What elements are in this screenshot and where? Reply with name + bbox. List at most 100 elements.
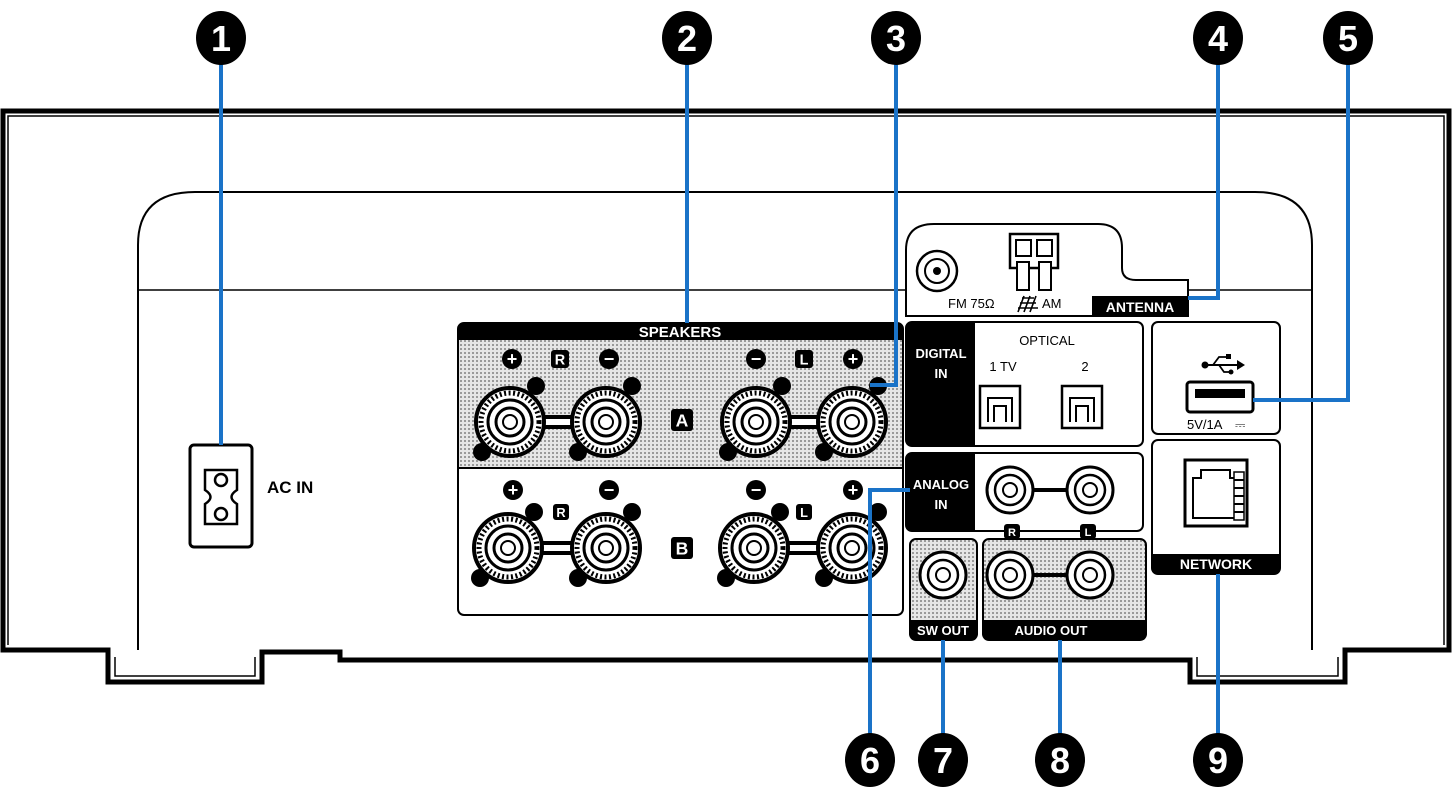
callout-badge-4: 4 [1193,11,1243,65]
callout-badge-5: 5 [1323,11,1373,65]
binding-post-b-l-minus [717,503,790,587]
chassis-foot-line [114,657,1339,677]
callout-number-3: 3 [886,18,906,59]
ac-in-socket [188,443,254,549]
ethernet-port [1183,458,1249,528]
callout-badge-2: 2 [662,11,712,65]
inner-panel [137,191,1313,650]
ac-in-label: AC IN [267,478,313,497]
polarity-a-r-plus: + [502,349,522,369]
channel-badge-b-r: R [553,504,569,520]
sw-out-label: SW OUT [917,623,969,638]
antenna-label: ANTENNA [1106,299,1174,315]
channel-letter-b: B [676,539,689,559]
polarity-b-l-plus: + [843,480,863,500]
polarity-a-r-minus: − [599,349,619,369]
polarity-sign-b-r-plus: + [508,480,519,500]
callout-badge-1: 1 [196,11,246,65]
binding-post-a-r-plus [473,377,546,461]
polarity-sign-b-l-minus: − [751,480,762,500]
analog-in-label-2: IN [935,497,948,512]
antenna-am-label: AM [1042,296,1062,311]
polarity-b-l-minus: − [746,480,766,500]
callout-badge-7: 7 [918,733,968,787]
speaker-marks: + − − + + − − + R L R L A B [502,349,863,559]
callout-number-4: 4 [1208,18,1228,59]
analog-in-jack-r [985,465,1035,515]
callout-number-8: 8 [1050,740,1070,781]
channel-badge-a-l: L [795,350,813,368]
antenna-fm-label: FM 75Ω [948,296,995,311]
callout-line-3 [870,63,898,387]
channel-letter-a-r: R [555,352,566,368]
channel-letter-a-l: L [800,352,809,368]
polarity-sign-a-r-plus: + [507,349,518,369]
polarity-a-l-plus: + [843,349,863,369]
channel-badge-b-l: L [796,504,812,520]
callout-number-6: 6 [860,740,880,781]
polarity-b-r-minus: − [599,480,619,500]
terminal-bridge-gap [787,419,821,425]
channel-badge-a-r: R [551,350,569,368]
callout-number-5: 5 [1338,18,1358,59]
terminal-bridge-gap [541,419,575,425]
callout-badges: 1 2 3 4 5 6 7 8 9 [196,11,1373,787]
optical-port-2 [1060,384,1104,430]
binding-post-a-l-minus [719,377,792,461]
channel-letter-a: A [676,411,689,431]
optical-port-1 [978,384,1022,430]
callout-badge-8: 8 [1035,733,1085,787]
am-terminal [1008,232,1060,313]
channel-badge-b: B [671,537,693,559]
callout-lines [219,63,1350,742]
terminal-bridge-gap [785,545,821,551]
binding-post-b-r-plus [471,503,544,587]
sw-out-block [909,538,978,641]
analog-in-label-1: ANALOG [913,477,969,492]
audio-out-label: AUDIO OUT [1015,623,1088,638]
digital-in-label-2: IN [935,366,948,381]
callout-badge-9: 9 [1193,733,1243,787]
speakers-title: SPEAKERS [639,324,722,341]
usb-rating: 5V/1A [1187,417,1223,432]
optical-input-1-label: 1 TV [989,359,1017,374]
audio-out-r-label: R [1008,527,1016,539]
usb-block [1151,321,1281,435]
binding-post-a-l-plus [815,377,888,461]
polarity-sign-b-r-minus: − [604,480,615,500]
callout-number-1: 1 [211,18,231,59]
audio-out-jack-l [1065,550,1115,600]
optical-label: OPTICAL [1019,333,1075,348]
callout-badge-6: 6 [845,733,895,787]
audio-out-block [982,524,1147,641]
network-block [1151,439,1281,575]
callout-badge-3: 3 [871,11,921,65]
antenna-block [905,223,1189,317]
network-label: NETWORK [1180,556,1252,572]
polarity-sign-b-l-plus: + [848,480,859,500]
usb-port [1185,380,1255,414]
binding-post-a-r-minus [569,377,642,461]
terminal-bridge-gap [539,545,575,551]
channel-letter-b-l: L [800,505,808,520]
digital-in-label-1: DIGITAL [915,346,966,361]
audio-out-jack-r [985,550,1035,600]
analog-in-block [905,452,1144,532]
optical-input-2-label: 2 [1081,359,1088,374]
sw-out-jack [918,550,968,600]
digital-in-block [905,321,1144,447]
speaker-terminals [471,377,888,587]
polarity-sign-a-l-plus: + [848,349,859,369]
channel-letter-b-r: R [556,505,565,520]
callout-line-5 [1253,63,1350,402]
callout-number-7: 7 [933,740,953,781]
callout-number-9: 9 [1208,740,1228,781]
binding-post-b-r-minus [569,503,642,587]
polarity-sign-a-l-minus: − [751,349,762,369]
callout-line-4 [1188,63,1220,300]
audio-out-l-label: L [1085,527,1092,539]
chassis-inner-line [7,115,1445,645]
callout-number-2: 2 [677,18,697,59]
polarity-sign-a-r-minus: − [604,349,615,369]
